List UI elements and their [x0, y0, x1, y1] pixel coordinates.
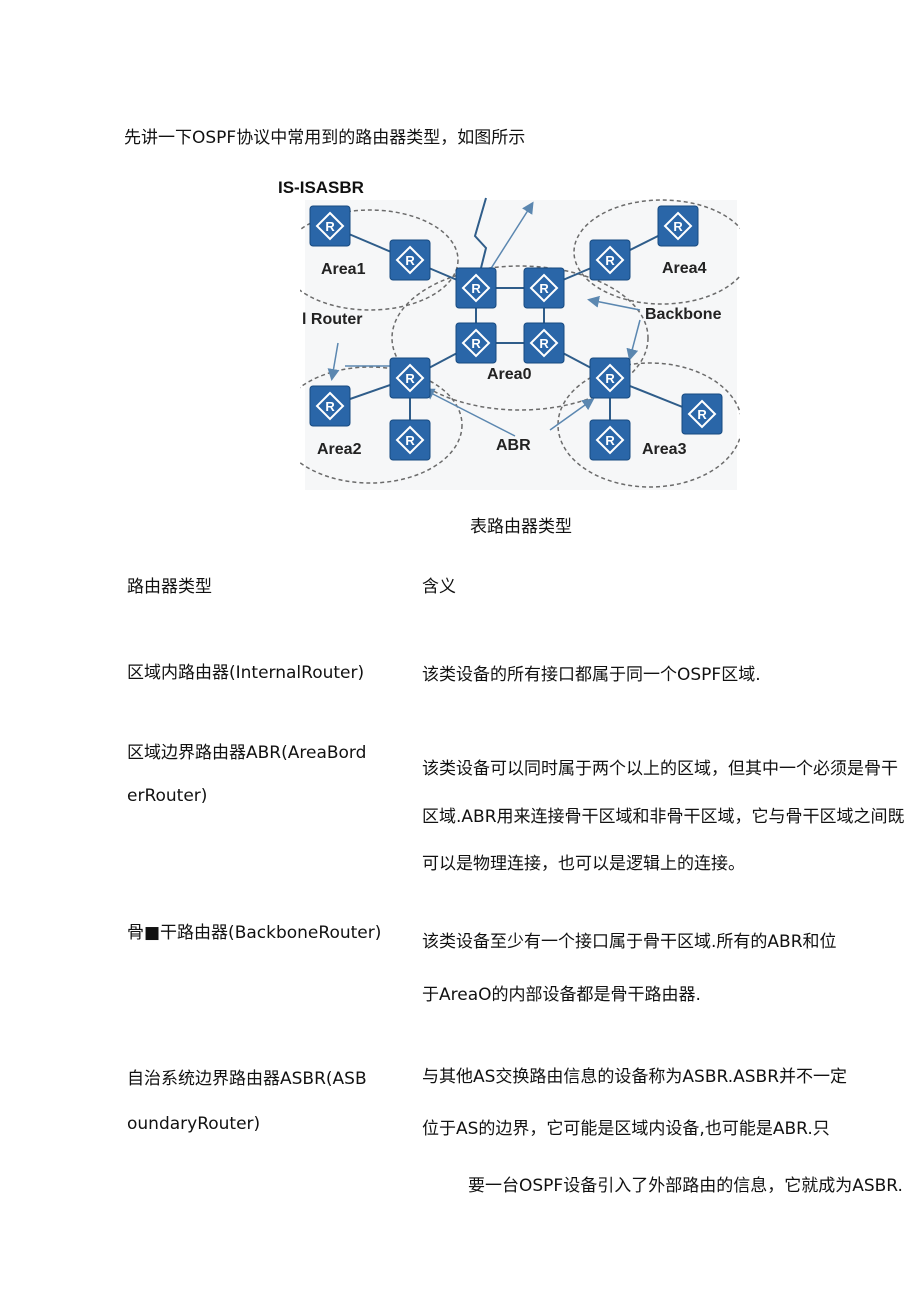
svg-text:R: R [325, 399, 335, 414]
svg-text:R: R [539, 281, 549, 296]
router-icon: R [309, 385, 351, 427]
ospf-diagram: R R R R R R R R R R R R R R [277, 197, 751, 490]
router-icon: R [589, 239, 631, 281]
svg-text:R: R [605, 433, 615, 448]
area4-label: Area4 [662, 260, 707, 277]
row-asbr-type-line2: oundaryRouter) [127, 1114, 261, 1134]
row-abr-meaning-line2: 区域.ABR用来连接骨干区域和非骨干区域，它与骨干区域之间既 [422, 807, 905, 827]
router-icon: R [523, 322, 565, 364]
row-abr-type-line1: 区域边界路由器ABR(AreaBord [127, 743, 367, 763]
row-asbr-type-line1: 自治系统边界路由器ASBR(ASB [127, 1069, 367, 1089]
svg-text:R: R [325, 219, 335, 234]
svg-text:R: R [405, 433, 415, 448]
svg-text:R: R [697, 407, 707, 422]
router-icon: R [523, 267, 565, 309]
column-header-type: 路由器类型 [127, 577, 212, 597]
column-header-meaning: 含义 [422, 577, 456, 597]
row-internal-router-type: 区域内路由器(InternalRouter) [127, 663, 365, 683]
row-asbr-meaning-line1: 与其他AS交换路由信息的设备称为ASBR.ASBR并不一定 [422, 1067, 848, 1087]
callout-arrows [327, 201, 641, 437]
area1-label: Area1 [321, 261, 366, 278]
row-backbone-meaning-line1: 该类设备至少有一个接口属于骨干区域.所有的ABR和位 [422, 932, 837, 952]
router-icon: R [589, 419, 631, 461]
router-icon: R [309, 205, 351, 247]
row-internal-router-meaning: 该类设备的所有接口都属于同一个OSPF区域. [422, 665, 761, 685]
svg-text:R: R [405, 371, 415, 386]
svg-text:R: R [539, 336, 549, 351]
router-icon: R [657, 205, 699, 247]
figure-top-label: IS-ISASBR [278, 178, 364, 197]
svg-text:R: R [471, 336, 481, 351]
router-icon: R [589, 357, 631, 399]
area0-label: Area0 [487, 366, 532, 383]
area3-label: Area3 [642, 441, 687, 458]
router-icon: R [389, 357, 431, 399]
router-icon: R [455, 267, 497, 309]
svg-text:R: R [673, 219, 683, 234]
intro-text: 先讲一下OSPF协议中常用到的路由器类型，如图所示 [124, 128, 526, 148]
row-backbone-meaning-line2: 于AreaO的内部设备都是骨干路由器. [422, 985, 701, 1005]
abr-callout: ABR [496, 437, 531, 454]
row-backbone-router-type: 骨■干路由器(BackboneRouter) [127, 923, 382, 943]
router-nodes: R R R R R R R R R R R R R R [309, 205, 723, 461]
internal-router-callout: l Router [302, 311, 363, 328]
area2-label: Area2 [317, 441, 362, 458]
router-icon: R [681, 393, 723, 435]
svg-text:R: R [405, 253, 415, 268]
row-abr-type-line2: erRouter) [127, 786, 208, 806]
row-asbr-meaning-line2: 位于AS的边界，它可能是区域内设备,也可能是ABR.只 [422, 1119, 830, 1139]
ospf-router-types-figure: R R R R R R R R R R R R R R IS-ISASBR Ar… [277, 178, 751, 496]
router-icon: R [455, 322, 497, 364]
row-asbr-meaning-line3: 要一台OSPF设备引入了外部路由的信息，它就成为ASBR. [468, 1176, 903, 1196]
row-abr-meaning-line1: 该类设备可以同时属于两个以上的区域，但其中一个必须是骨干 [422, 759, 898, 779]
svg-text:R: R [471, 281, 481, 296]
svg-text:R: R [605, 371, 615, 386]
svg-text:R: R [605, 253, 615, 268]
router-icon: R [389, 239, 431, 281]
area0-boundary [391, 265, 649, 411]
backbone-callout: Backbone [645, 306, 722, 323]
table-caption: 表路由器类型 [470, 517, 572, 537]
router-icon: R [389, 419, 431, 461]
row-abr-meaning-line3: 可以是物理连接，也可以是逻辑上的连接。 [422, 854, 745, 874]
diagram-background [305, 200, 737, 490]
